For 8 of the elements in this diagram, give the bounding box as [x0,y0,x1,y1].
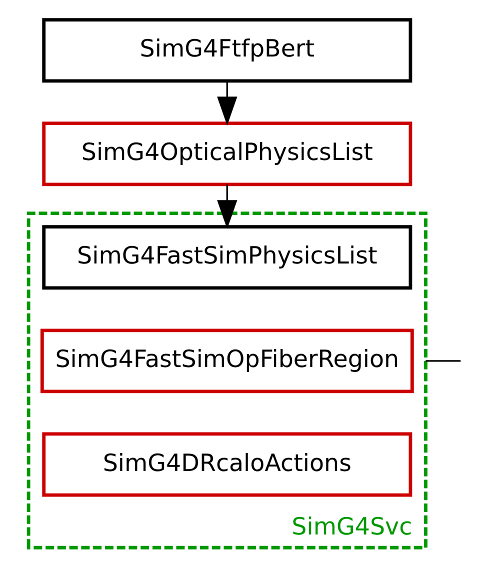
arrow [217,184,238,229]
connector [426,360,461,362]
node-box: SimG4FtfpBert [42,18,412,82]
node-box: SimG4OpticalPhysicsList [42,121,412,186]
node-box: SimG4FastSimPhysicsList [42,224,412,290]
node-box: SimG4DRcaloActions [42,432,412,496]
arrow [217,80,238,125]
node-box: SimG4FastSimOpFiberRegion [40,328,414,393]
